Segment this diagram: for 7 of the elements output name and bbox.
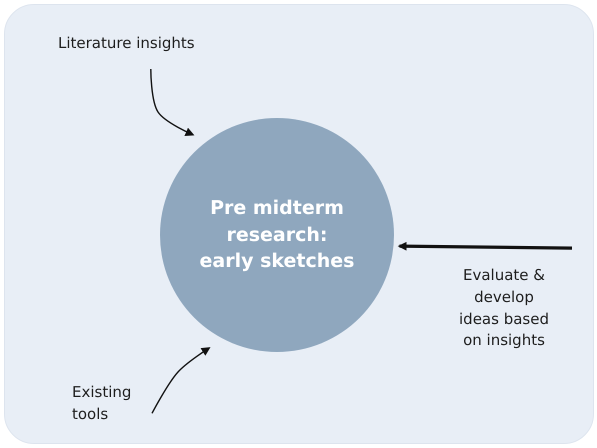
circle-title: Pre midterm research: early sketches xyxy=(198,196,356,274)
note-text: Evaluate & develop ideas based on insights xyxy=(458,265,550,352)
arrow xyxy=(150,69,194,136)
note-text: Literature insights xyxy=(58,33,195,54)
arrow xyxy=(398,242,572,251)
arrow xyxy=(151,347,211,414)
note-text: Existing tools xyxy=(72,382,132,425)
